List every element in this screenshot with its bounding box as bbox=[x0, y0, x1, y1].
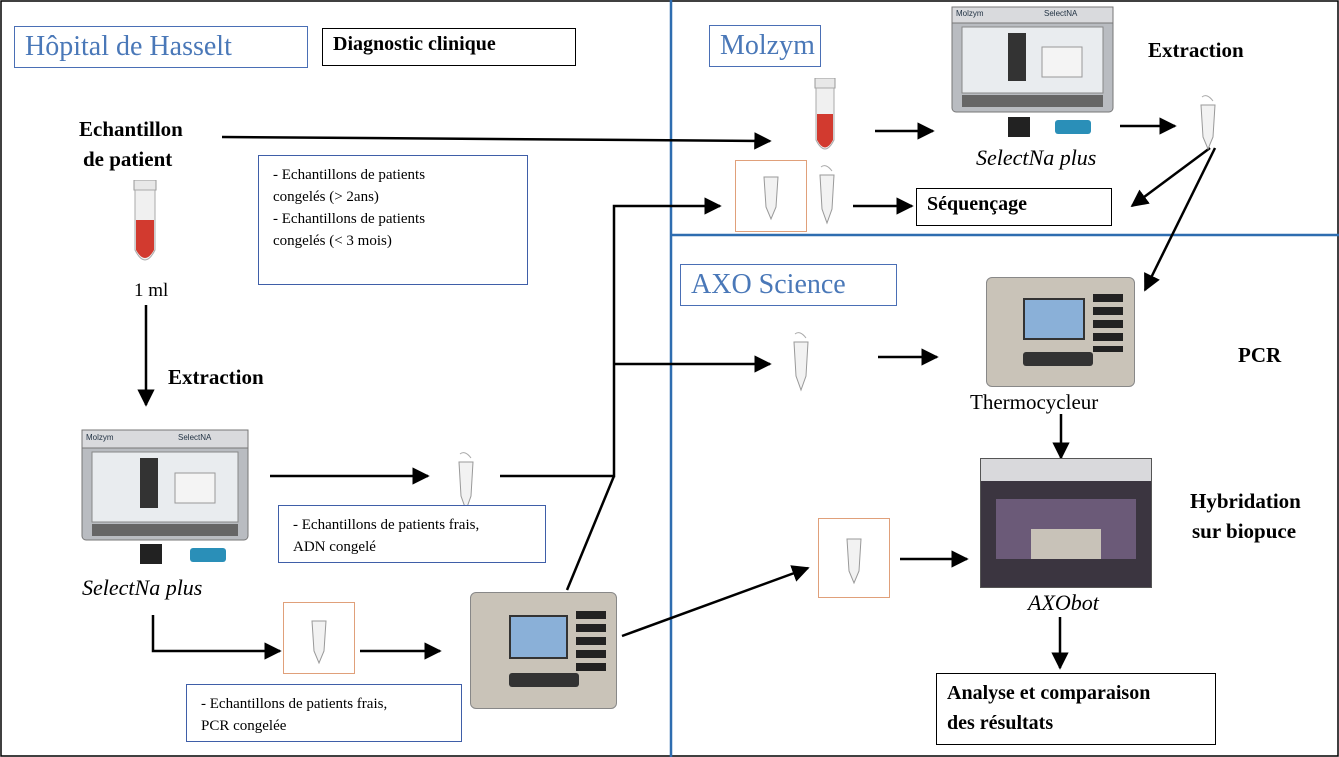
fresh-pcr-box: - Echantillons de patients frais, PCR co… bbox=[186, 684, 462, 742]
sample-label-line2: de patient bbox=[83, 147, 173, 171]
arrow-extraction-to-pcr bbox=[1143, 147, 1217, 292]
thermocycler-large bbox=[986, 277, 1135, 387]
frozen-line2: congelés (> 2ans) bbox=[273, 189, 379, 205]
region-title-hospital: Hôpital de Hasselt bbox=[14, 26, 308, 68]
arrow-tube-to-sequencing bbox=[500, 197, 722, 478]
arrow-extraction-to-sequencing bbox=[1130, 146, 1211, 208]
hybridation-line2: sur biopuce bbox=[1192, 519, 1297, 543]
line-thermo-up bbox=[565, 475, 616, 591]
selectna-machine-right: Molzym SelectNA bbox=[950, 5, 1115, 140]
fresh-pcr-line1: - Echantillons de patients frais, bbox=[201, 696, 388, 712]
model-label-right: SelectNA bbox=[1044, 9, 1078, 18]
orange-tube-box-molzym bbox=[735, 160, 807, 232]
analysis-box: Analyse et comparaison des résultats bbox=[936, 673, 1216, 745]
frozen-line3: - Echantillons de patients bbox=[273, 211, 426, 227]
tube-extraction-icon bbox=[1200, 95, 1216, 151]
selectna-left-label: SelectNa plus bbox=[82, 575, 203, 600]
blood-tube-molzym-icon bbox=[814, 78, 836, 150]
region-title-axo: AXO Science bbox=[680, 264, 897, 306]
model-label-left: SelectNA bbox=[178, 433, 212, 442]
tube-sequencing-icon bbox=[819, 165, 835, 225]
frozen-line4: congelés (< 3 mois) bbox=[273, 233, 392, 249]
arrow-selectna-to-tube bbox=[151, 615, 282, 660]
brand-label-left: Molzym bbox=[86, 433, 114, 442]
axobot-label: AXObot bbox=[1028, 590, 1099, 615]
blood-tube-icon bbox=[133, 180, 157, 261]
arrow-sample-to-molzym bbox=[221, 132, 772, 150]
selectna-machine-left: Molzym SelectNA bbox=[80, 428, 250, 568]
frozen-line1: - Echantillons de patients bbox=[273, 167, 426, 183]
frozen-samples-box: - Echantillons de patients congelés (> 2… bbox=[258, 155, 528, 285]
selectna-right-label: SelectNa plus bbox=[976, 145, 1097, 170]
tube-axo-icon bbox=[793, 332, 809, 392]
orange-tube-box-left bbox=[283, 602, 355, 674]
sequencing-box: Séquençage bbox=[916, 188, 1112, 226]
arrow-thermo-to-axo bbox=[621, 565, 810, 638]
brand-label-right: Molzym bbox=[956, 9, 984, 18]
thermocycler-label: Thermocycleur bbox=[970, 390, 1099, 414]
volume-label: 1 ml bbox=[134, 280, 169, 301]
extraction-right-label: Extraction bbox=[1148, 38, 1244, 62]
fresh-dna-line2: ADN congelé bbox=[293, 539, 376, 555]
fresh-pcr-line2: PCR congelée bbox=[201, 718, 287, 734]
analysis-line1: Analyse et comparaison bbox=[947, 682, 1151, 704]
pcr-label: PCR bbox=[1238, 343, 1282, 367]
region-title-molzym: Molzym bbox=[709, 25, 821, 67]
orange-tube-box-axo bbox=[818, 518, 890, 598]
tube-icon bbox=[458, 452, 474, 512]
sample-label-line1: Echantillon bbox=[79, 117, 183, 141]
axobot-machine bbox=[980, 458, 1152, 588]
analysis-line2: des résultats bbox=[947, 712, 1054, 734]
thermocycler-small bbox=[470, 592, 617, 709]
hybridation-line1: Hybridation bbox=[1190, 489, 1301, 513]
extraction-left-label: Extraction bbox=[168, 365, 264, 389]
diagnostic-box: Diagnostic clinique bbox=[322, 28, 576, 66]
fresh-dna-box: - Echantillons de patients frais, ADN co… bbox=[278, 505, 546, 563]
fresh-dna-line1: - Echantillons de patients frais, bbox=[293, 517, 480, 533]
